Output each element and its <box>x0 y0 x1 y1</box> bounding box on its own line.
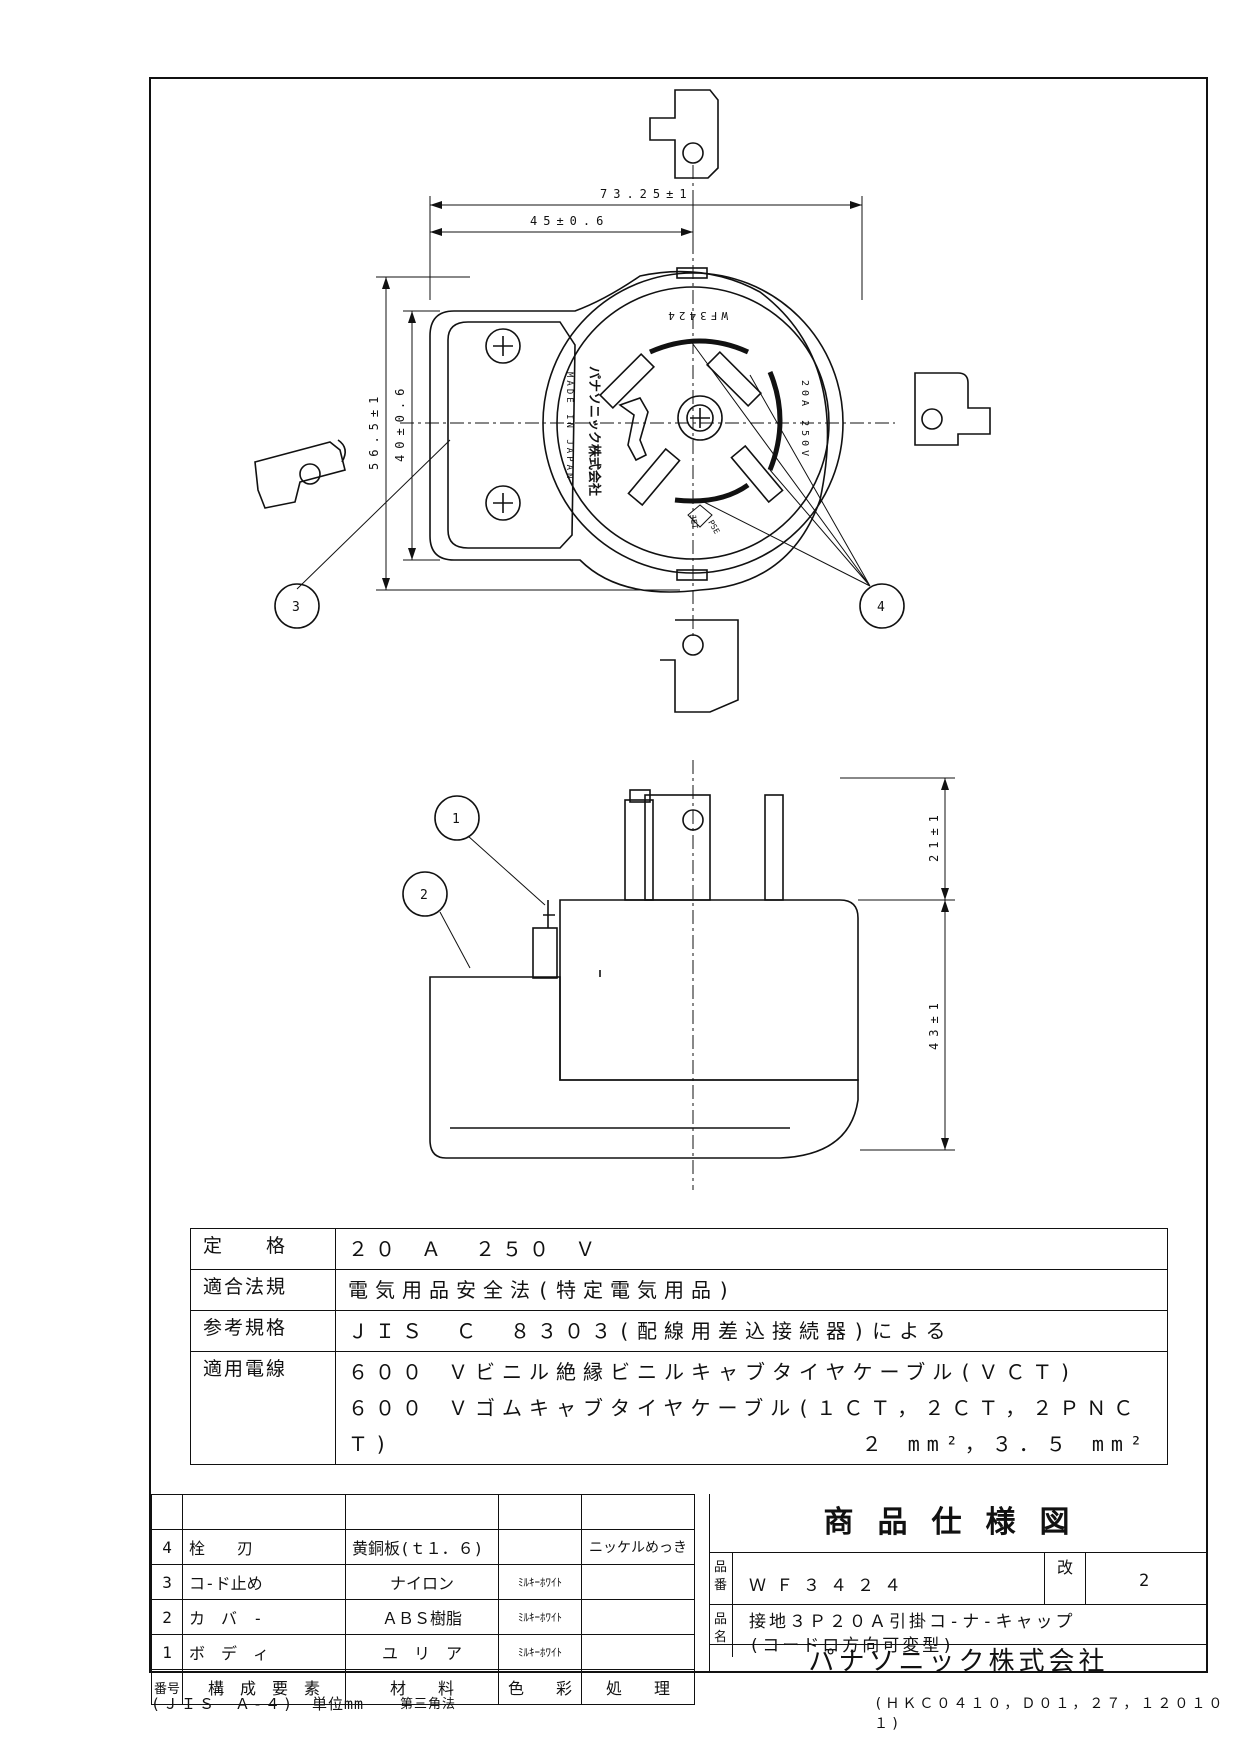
spec-table: 定 格 ２０ Ａ ２５０ Ｖ 適合法規 電気用品安全法(特定電気用品) 参考規格… <box>190 1228 1168 1465</box>
part-no: 2 <box>150 1599 184 1635</box>
dim-width-total: 73.25±1 <box>600 187 693 201</box>
ground-slot <box>618 397 649 462</box>
part-process <box>581 1634 696 1670</box>
part-process <box>581 1564 696 1600</box>
part-no: 3 <box>150 1564 184 1600</box>
blade-slot-2 <box>705 350 763 408</box>
balloon-1-label: 1 <box>452 812 460 827</box>
spec-label: 定 格 <box>190 1228 336 1270</box>
face-pse-mark: PSE <box>706 519 721 536</box>
blade-slot-1 <box>598 352 656 410</box>
side-view <box>429 789 859 1159</box>
parts-list-table: 4 栓 刃 黄銅板(ｔ１．６) ニッケルめっき 3 コ-ド止め ナイロン ﾐﾙｷ… <box>150 1494 696 1705</box>
footer-code: (ＨＫＣ０４１０，Ｄ０１，２７，１２０１０１) <box>874 1696 1226 1732</box>
footer-projection: 第三角法 <box>400 1697 457 1712</box>
spec-label: 適合法規 <box>190 1269 336 1311</box>
part-no-value: ＷＦ３４２４ <box>749 1576 911 1596</box>
face-origin-mark: MADE IN JAPAN <box>564 372 574 481</box>
product-name-line1: 接地３Ｐ２０Ａ引掛コ-ナ-キャップ <box>749 1612 1076 1632</box>
spec-row: 適用電線 ６００ Ｖビニル絶縁ビニルキャブタイヤケーブル(ＶＣＴ) ６００ Ｖゴ… <box>190 1351 1168 1465</box>
title-block: 商品仕様図 品番 ＷＦ３４２４ 改 2 品名 接地３Ｐ２０Ａ引掛コ-ナ-キャップ… <box>709 1494 1208 1677</box>
header-material: 材 料 <box>345 1669 500 1705</box>
spec-row: 適合法規 電気用品安全法(特定電気用品) <box>190 1269 1168 1311</box>
part-process <box>581 1599 696 1635</box>
blade-slot-4 <box>730 444 784 504</box>
balloon-3-label: 3 <box>292 600 300 615</box>
footer-unit: 単位mm <box>312 1695 365 1713</box>
clip-detail-bottom <box>660 619 739 713</box>
face-rating-mark: 20A 250V <box>799 380 810 460</box>
drawing-title: 商品仕様図 <box>823 1505 1094 1540</box>
part-name: ボ デ ィ <box>182 1634 347 1670</box>
revision-value: 2 <box>1139 1571 1150 1591</box>
part-no-label: 品番 <box>709 1553 733 1605</box>
spec-row: 定 格 ２０ Ａ ２５０ Ｖ <box>190 1228 1168 1270</box>
cover-screw-top <box>485 328 521 364</box>
dim-height-inner: 40±0.6 <box>393 383 407 462</box>
product-name-label: 品名 <box>709 1605 733 1657</box>
part-process: ニッケルめっき <box>581 1529 696 1565</box>
spec-value: ６００ Ｖゴムキャブタイヤケーブル(１ＣＴ，２ＣＴ，２ＰＮＣＴ) <box>348 1396 1141 1456</box>
parts-row: 1 ボ デ ィ ユ リ ア ﾐﾙｷｰﾎﾜｲﾄ <box>150 1634 696 1670</box>
parts-row: 2 カ バ - ＡＢＳ樹脂 ﾐﾙｷｰﾎﾜｲﾄ <box>150 1599 696 1635</box>
dim-side-top: 21±1 <box>927 809 941 862</box>
dim-height-total: 56.5±1 <box>367 391 381 470</box>
part-name: コ-ド止め <box>182 1564 347 1600</box>
spec-row: 参考規格 ＪＩＳ Ｃ ８３０３(配線用差込接続器)による <box>190 1310 1168 1352</box>
center-screw <box>677 395 723 441</box>
clip-detail-right <box>914 372 991 446</box>
parts-row: 3 コ-ド止め ナイロン ﾐﾙｷｰﾎﾜｲﾄ <box>150 1564 696 1600</box>
cover-inner-outline <box>447 321 576 549</box>
plug-body-outline <box>429 270 829 593</box>
spec-value: ６００ Ｖビニル絶縁ビニルキャブタイヤケーブル(ＶＣＴ) <box>348 1360 1079 1384</box>
spec-label: 参考規格 <box>190 1310 336 1352</box>
header-process: 処 理 <box>581 1669 696 1705</box>
header-name: 構 成 要 素 <box>182 1669 347 1705</box>
spec-value-cable-size: ２ mm²，３．５ mm² <box>861 1432 1149 1456</box>
parts-row: 4 栓 刃 黄銅板(ｔ１．６) ニッケルめっき <box>150 1529 696 1565</box>
face-brand-mark: パナソニック株式会社 <box>586 366 602 496</box>
product-name-line2: (コードロ方向可変型) <box>749 1636 956 1656</box>
part-color: ﾐﾙｷｰﾎﾜｲﾄ <box>498 1599 583 1635</box>
part-name: カ バ - <box>182 1599 347 1635</box>
part-no: 4 <box>150 1529 184 1565</box>
part-material: ナイロン <box>345 1564 500 1600</box>
company-name: パナソニック株式会社 <box>808 1647 1109 1677</box>
header-color: 色 彩 <box>498 1669 583 1705</box>
revision-label: 改 <box>1044 1553 1086 1605</box>
blade-slot-3 <box>627 447 681 507</box>
dim-width-half: 45±0.6 <box>530 214 609 228</box>
balloon-4-label: 4 <box>877 600 885 615</box>
cover-screw-bottom <box>485 485 521 521</box>
footer-standard: (ＪＩＳ Ａ-４) <box>151 1695 296 1713</box>
face-model-mark: WF3424 <box>664 309 728 322</box>
spec-value: ２０ Ａ ２５０ Ｖ <box>348 1237 603 1261</box>
part-material: 黄銅板(ｔ１．６) <box>345 1529 500 1565</box>
spec-value: 電気用品安全法(特定電気用品) <box>348 1278 738 1302</box>
spec-value: ＪＩＳ Ｃ ８３０３(配線用差込接続器)による <box>348 1319 953 1343</box>
part-no: 1 <box>150 1634 184 1670</box>
part-color: ﾐﾙｷｰﾎﾜｲﾄ <box>498 1564 583 1600</box>
part-color: ﾐﾙｷｰﾎﾜｲﾄ <box>498 1634 583 1670</box>
dim-side-bottom: 43±1 <box>927 997 941 1050</box>
part-name: 栓 刃 <box>182 1529 347 1565</box>
part-material: ＡＢＳ樹脂 <box>345 1599 500 1635</box>
spec-label: 適用電線 <box>190 1351 336 1465</box>
clip-detail-left <box>254 439 346 509</box>
part-color <box>498 1529 583 1565</box>
header-no: 番号 <box>150 1669 184 1705</box>
pse-diamond-icon <box>687 504 713 528</box>
part-material: ユ リ ア <box>345 1634 500 1670</box>
face-jet-mark: JET <box>688 514 699 530</box>
clip-detail-top <box>649 89 719 179</box>
balloon-2-label: 2 <box>420 888 428 903</box>
parts-header-row: 番号 構 成 要 素 材 料 色 彩 処 理 <box>150 1669 696 1705</box>
